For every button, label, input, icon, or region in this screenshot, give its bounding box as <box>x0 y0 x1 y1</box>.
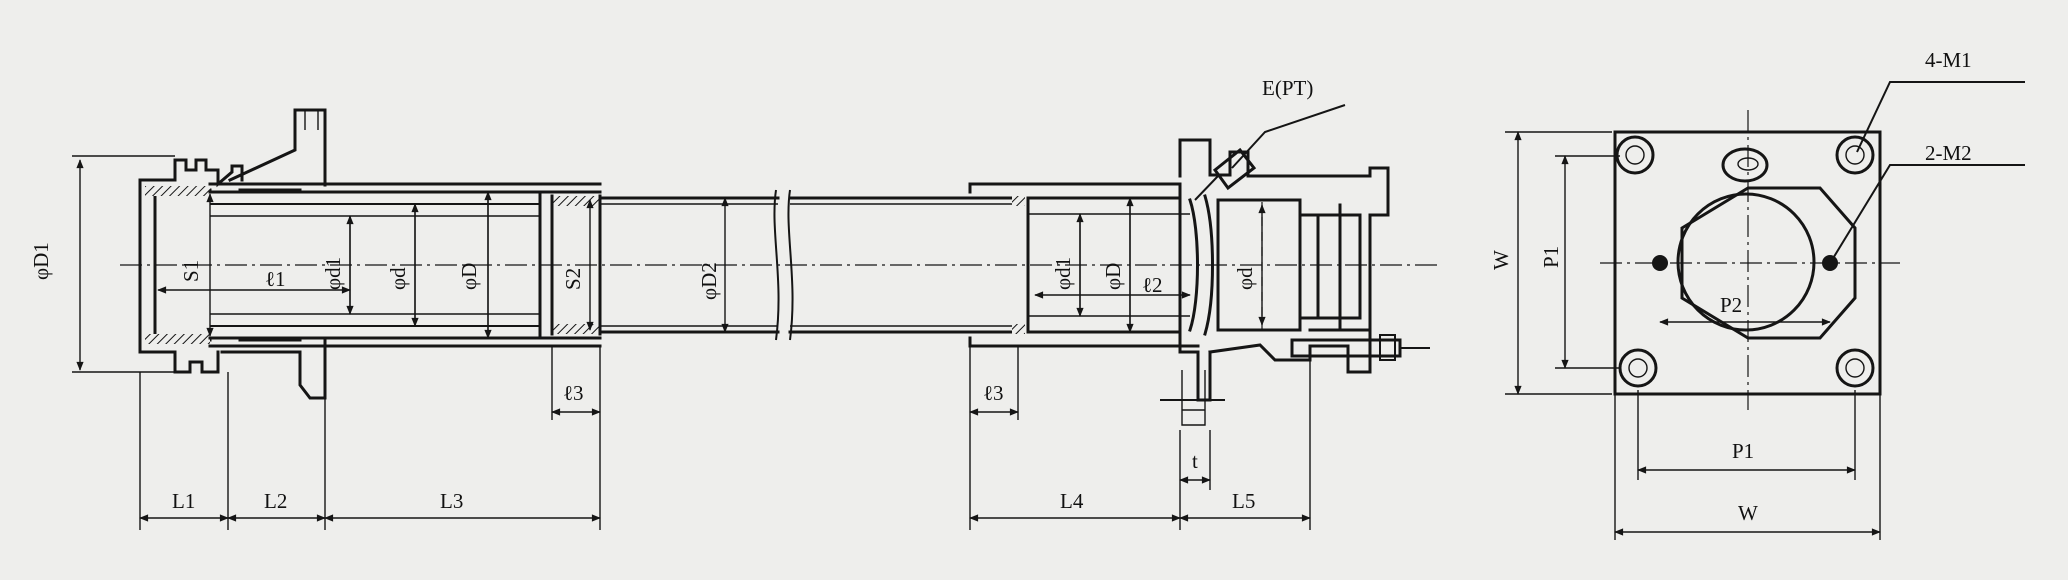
m2-hole-right <box>1822 255 1838 271</box>
bolt-hole-inner <box>1845 145 1865 165</box>
label-phi-d-rod: φd <box>1233 267 1257 290</box>
label-L3: L3 <box>440 489 463 513</box>
label-P1-bottom: P1 <box>1732 439 1754 463</box>
label-2-M2: 2-M2 <box>1925 141 1972 165</box>
side-view: φD1 S1 ℓ1 φd1 φd φD S2 φD2 φd1 φD ℓ2 φd … <box>29 76 1440 530</box>
label-phi-d1: φd1 <box>321 257 345 290</box>
leader-m2 <box>1831 164 2025 261</box>
label-W-bottom: W <box>1738 501 1758 525</box>
m2-hole-left <box>1652 255 1668 271</box>
rear-cap <box>138 108 327 400</box>
label-W-side: W <box>1489 250 1513 270</box>
bolt-hole-inner <box>1625 145 1645 165</box>
label-l3-left: ℓ3 <box>563 381 584 405</box>
label-P1-side: P1 <box>1539 246 1563 268</box>
label-phi-D1: φD1 <box>29 242 53 280</box>
label-phi-D-rod: φD <box>1101 263 1125 290</box>
port-hole <box>1737 157 1759 171</box>
label-4-M1: 4-M1 <box>1925 48 1972 72</box>
oval-flange <box>1680 186 1857 340</box>
label-L4: L4 <box>1060 489 1084 513</box>
label-L2: L2 <box>264 489 287 513</box>
label-l3-right: ℓ3 <box>983 381 1004 405</box>
bolt-hole-br <box>1835 348 1875 388</box>
bolt-hole-inner <box>1628 358 1648 378</box>
label-phi-D2: φD2 <box>697 262 721 300</box>
bolt-hole-inner <box>1845 358 1865 378</box>
end-view: 4-M1 2-M2 W P1 P2 P1 W <box>1489 48 2025 540</box>
bore-circle <box>1676 192 1816 332</box>
leader-m1 <box>1856 81 2025 153</box>
label-phi-D: φD <box>457 263 481 290</box>
label-L1: L1 <box>172 489 195 513</box>
piston <box>550 194 602 336</box>
piston-rod <box>598 189 1025 341</box>
bolt-hole-tl <box>1615 135 1655 175</box>
cylinder-tube <box>208 182 602 348</box>
label-phi-d: φd <box>386 267 410 290</box>
label-E-PT: E(PT) <box>1262 76 1313 100</box>
label-l2: ℓ2 <box>1142 273 1163 297</box>
port-boss <box>1721 147 1769 183</box>
label-P2: P2 <box>1720 293 1742 317</box>
bolt-hole-tr <box>1835 135 1875 175</box>
label-l1: ℓ1 <box>265 267 286 291</box>
label-L5: L5 <box>1232 489 1255 513</box>
bolt-hole-bl <box>1618 348 1658 388</box>
port-e <box>1194 104 1346 201</box>
label-s1: S1 <box>179 260 203 282</box>
label-t: t <box>1192 449 1198 473</box>
label-s2: S2 <box>561 268 585 290</box>
label-phi-d1-rod: φd1 <box>1051 257 1075 290</box>
